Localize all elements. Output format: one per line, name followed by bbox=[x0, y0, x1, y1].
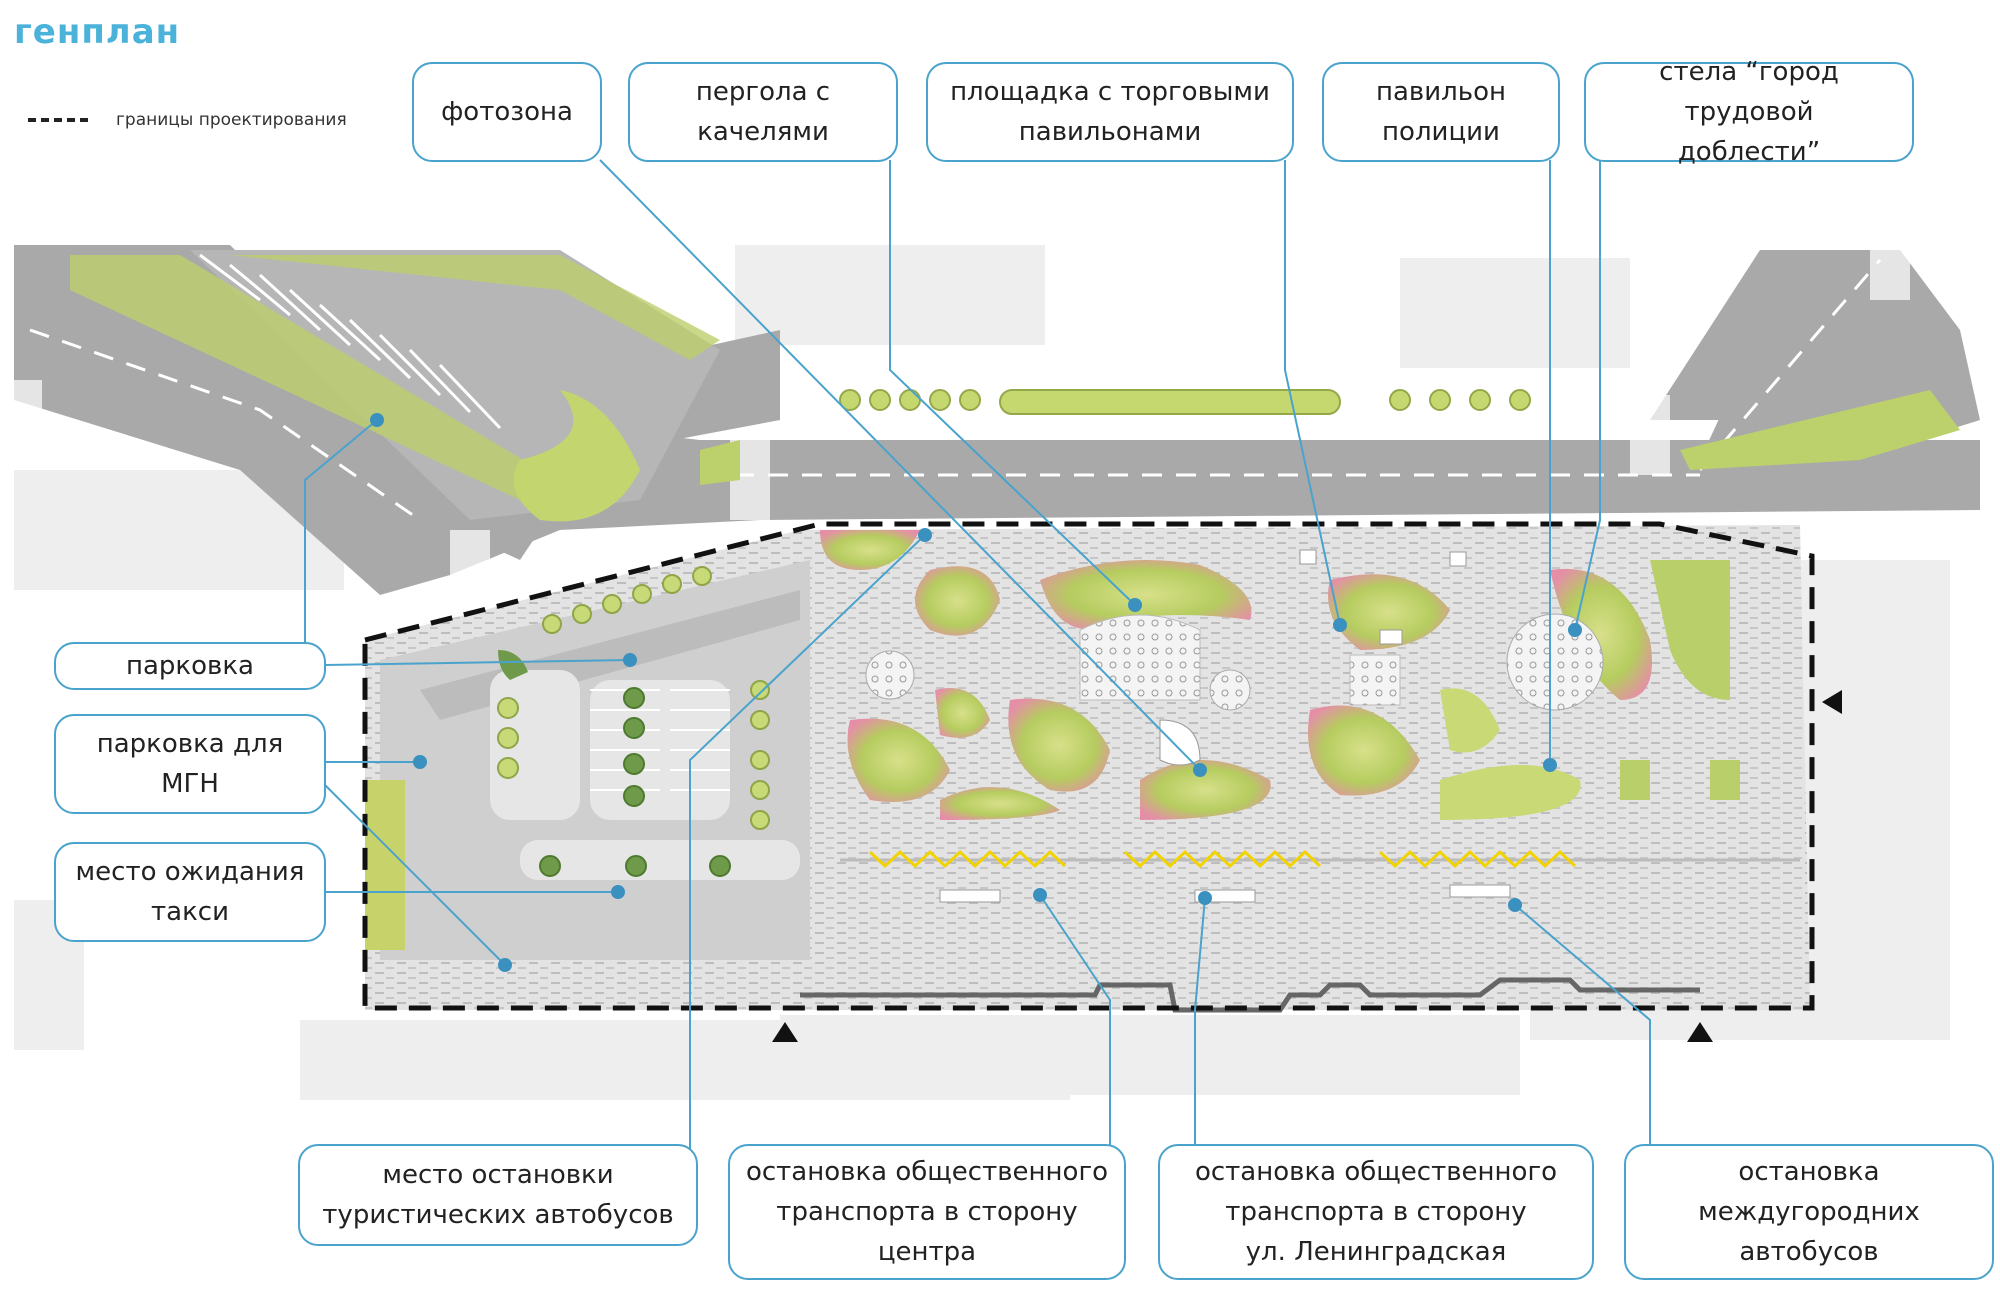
callout-photozone: фотозона bbox=[412, 62, 602, 162]
street-tree-row bbox=[839, 389, 1531, 415]
callout-taxi: место ожидания такси bbox=[54, 842, 326, 942]
building-edge bbox=[800, 977, 1700, 1013]
callout-parking: парковка bbox=[54, 642, 326, 690]
callout-stela: стела “город трудовой доблести” bbox=[1584, 57, 1914, 167]
lane-markings bbox=[29, 259, 1882, 522]
lower-parking-lot bbox=[365, 560, 810, 960]
bus-curb bbox=[840, 849, 1800, 903]
right-green-island bbox=[1680, 390, 1960, 470]
callout-police: павильон полиции bbox=[1322, 62, 1560, 162]
roundabout-island bbox=[513, 390, 640, 522]
design-boundary bbox=[362, 521, 1815, 1011]
crosswalks bbox=[14, 250, 1910, 590]
page-title: генплан bbox=[14, 12, 181, 52]
leader-dots bbox=[370, 413, 1582, 972]
callout-parking-mgn: парковка для МГН bbox=[54, 714, 326, 814]
callout-stop-center: остановка общественного транспорта в сто… bbox=[728, 1144, 1126, 1280]
legend: границы проектирования bbox=[28, 110, 347, 130]
callout-intercity: остановка междугородних автобусов bbox=[1624, 1144, 1994, 1280]
boundary-legend-swatch bbox=[28, 118, 88, 122]
legend-label: границы проектирования bbox=[116, 110, 347, 130]
entrance-arrows bbox=[772, 690, 1842, 1042]
leader-lines bbox=[304, 159, 1651, 1150]
callout-tourist-bus: место остановки туристических автобусов bbox=[298, 1144, 698, 1246]
callout-trade-area: площадка с торговыми павильонами bbox=[926, 62, 1294, 162]
callout-pergola: пергола с качелями bbox=[628, 62, 898, 162]
callout-stop-leningradskaya: остановка общественного транспорта в сто… bbox=[1158, 1144, 1594, 1280]
plaza-flower-beds bbox=[820, 530, 1740, 820]
